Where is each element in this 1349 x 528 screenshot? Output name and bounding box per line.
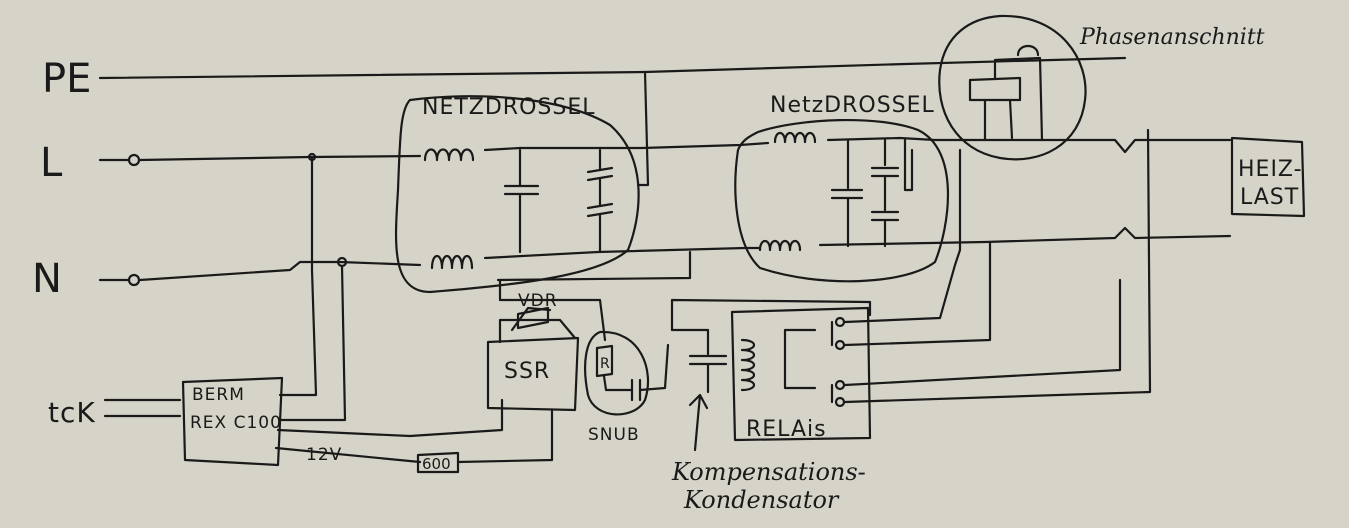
terminal-pe-label: PE xyxy=(42,56,91,102)
ssr-label: SSR xyxy=(504,359,550,384)
relay-contact-2 xyxy=(834,339,846,351)
ssr-block xyxy=(486,250,692,412)
l-junction-dot xyxy=(307,152,317,162)
resistor-600 xyxy=(416,451,460,474)
snub-r-label: R xyxy=(600,356,610,372)
snubber-block xyxy=(584,330,670,416)
netzdrossel-1 xyxy=(394,95,640,294)
snub-label: SNUB xyxy=(588,425,640,445)
l-terminal-dot xyxy=(127,153,141,167)
kompensation-label-1: Kompensations- xyxy=(671,458,866,486)
kompensation-cap xyxy=(670,298,872,452)
tck-input-label: tcK xyxy=(48,396,96,429)
l-line xyxy=(98,136,1232,167)
coil-n1 xyxy=(430,254,474,270)
pe-line xyxy=(98,56,1127,187)
resistor-600-label: 600 xyxy=(422,455,451,473)
coil-l2 xyxy=(773,131,817,144)
relay-contact-4 xyxy=(834,396,846,408)
phasenanschnitt-label: Phasenanschnitt xyxy=(1079,25,1265,50)
netzdrossel-2 xyxy=(734,118,950,283)
kompensation-label-2: Kondensator xyxy=(683,486,840,514)
netzdrossel-2-label: NetzDROSSEL xyxy=(770,93,935,118)
heizlast-label-1: HEIZ- xyxy=(1238,157,1303,182)
relay-contact-1 xyxy=(834,316,846,328)
controller-label-2: REX C100 xyxy=(190,413,282,433)
vdr-label: VDR xyxy=(518,291,558,311)
phasenanschnitt-block xyxy=(938,14,1087,161)
controller-wiring xyxy=(274,152,554,464)
heizlast-label-2: LAST xyxy=(1240,185,1299,210)
n-terminal-dot xyxy=(127,273,141,287)
relais-block xyxy=(730,128,1152,442)
terminal-n-label: N xyxy=(32,256,62,302)
terminal-l-label: L xyxy=(40,140,63,186)
heizlast-block xyxy=(1230,136,1306,218)
relais-label: RELAis xyxy=(746,417,827,442)
n-line xyxy=(98,226,1232,287)
coil-l1 xyxy=(423,148,475,162)
controller-block xyxy=(103,376,284,467)
netzdrossel-1-label: NETZDROSSEL xyxy=(422,95,596,120)
controller-label-1: BERM xyxy=(192,385,245,405)
relay-contact-3 xyxy=(834,379,846,391)
coil-n2 xyxy=(758,239,802,252)
voltage-12v-label: 12V xyxy=(306,445,342,465)
